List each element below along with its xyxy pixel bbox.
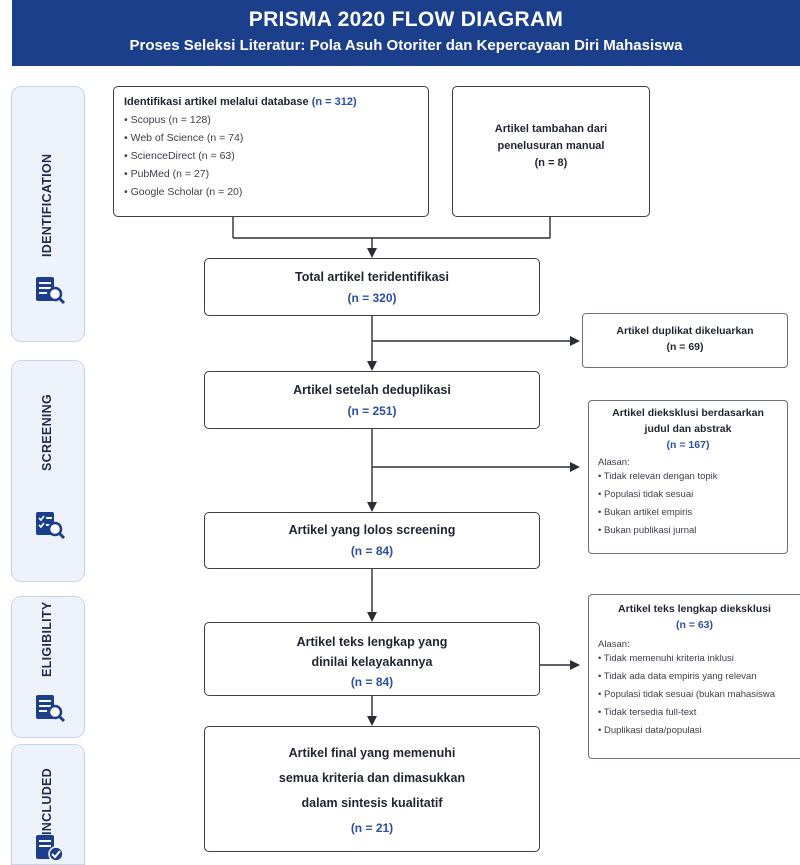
excluded-fulltext-reasons: Tidak memenuhi kriteria inklusi Tidak ad…: [598, 650, 800, 740]
stage-eligibility: ELIGIBILITY: [11, 596, 85, 738]
excluded-screening-count: (n = 167): [666, 439, 710, 451]
list-item: Duplikasi data/populasi: [598, 722, 800, 740]
list-item: Tidak ada data empiris yang relevan: [598, 668, 800, 686]
duplicates-box-count: (n = 69): [666, 341, 704, 353]
included-box-line3: dalam sintesis kualitatif: [301, 796, 443, 810]
diagram-title: PRISMA 2020 FLOW DIAGRAM: [248, 8, 564, 31]
included-box-line2: semua kriteria dan dimasukkan: [278, 771, 466, 785]
document-search-icon: [36, 277, 66, 305]
total-box-count: (n = 320): [347, 291, 397, 305]
list-item: Populasi tidak sesuai: [598, 486, 787, 504]
diagram-header: PRISMA 2020 FLOW DIAGRAM Proses Seleksi …: [12, 0, 800, 66]
excluded-screening-line1: Artikel dieksklusi berdasarkan: [612, 407, 764, 419]
list-item: ScienceDirect (n = 63): [124, 147, 428, 165]
list-item: Tidak memenuhi kriteria inklusi: [598, 650, 800, 668]
excluded-screening-reasons: Tidak relevan dengan topik Populasi tida…: [598, 468, 787, 540]
excluded-fulltext-box: Artikel teks lengkap dieksklusi (n = 63)…: [588, 594, 800, 759]
database-box-title: Identifikasi artikel melalui database: [124, 96, 309, 108]
screened-box-title: Artikel yang lolos screening: [288, 523, 456, 537]
list-item: Bukan publikasi jurnal: [598, 522, 787, 540]
document-search-icon: [36, 695, 66, 723]
list-item: Tidak tersedia full-text: [598, 704, 800, 722]
excluded-fulltext-reason-label: Alasan:: [598, 639, 630, 650]
database-box-heading: Identifikasi artikel melalui database (n…: [124, 96, 428, 108]
checklist-search-icon: [36, 512, 66, 539]
manual-box-count: (n = 8): [534, 157, 568, 169]
diagram-subtitle: Proses Seleksi Literatur: Pola Asuh Otor…: [129, 37, 683, 54]
included-box-line1: Artikel final yang memenuhi: [288, 746, 456, 760]
fulltext-box-line2: dinilai kelayakannya: [311, 655, 433, 669]
duplicates-removed-box: Artikel duplikat dikeluarkan (n = 69): [582, 313, 788, 368]
manual-box-line2: penelusuran manual: [497, 140, 605, 152]
fulltext-box-count: (n = 84): [350, 675, 394, 689]
manual-box-line1: Artikel tambahan dari: [494, 123, 608, 135]
screened-box: Artikel yang lolos screening (n = 84): [204, 512, 540, 569]
list-item: PubMed (n = 27): [124, 165, 428, 183]
stage-identification: IDENTIFICATION: [11, 86, 85, 342]
manual-search-box: Artikel tambahan dari penelusuran manual…: [452, 86, 650, 217]
excluded-fulltext-title: Artikel teks lengkap dieksklusi: [618, 603, 771, 615]
included-final-box: Artikel final yang memenuhi semua kriter…: [204, 726, 540, 852]
excluded-screening-line2: judul dan abstrak: [644, 423, 732, 435]
list-item: Tidak relevan dengan topik: [598, 468, 787, 486]
list-item: Web of Science (n = 74): [124, 129, 428, 147]
excluded-title-abstract-box: Artikel dieksklusi berdasarkan judul dan…: [588, 400, 788, 554]
dedup-box-count: (n = 251): [347, 404, 397, 418]
total-identified-box: Total artikel teridentifikasi (n = 320): [204, 258, 540, 316]
included-box-count: (n = 21): [350, 821, 394, 835]
excluded-screening-reason-label: Alasan:: [598, 457, 630, 468]
screened-box-count: (n = 84): [350, 544, 394, 558]
database-source-list: Scopus (n = 128) Web of Science (n = 74)…: [124, 111, 428, 201]
excluded-fulltext-count: (n = 63): [675, 619, 714, 631]
total-box-title: Total artikel teridentifikasi: [295, 270, 449, 284]
list-item: Scopus (n = 128): [124, 111, 428, 129]
document-check-icon: [36, 835, 64, 862]
dedup-box-title: Artikel setelah deduplikasi: [293, 383, 451, 397]
list-item: Populasi tidak sesuai (bukan mahasiswa: [598, 686, 800, 704]
stage-screening: SCREENING: [11, 360, 85, 582]
fulltext-box-line1: Artikel teks lengkap yang: [296, 635, 448, 649]
database-box-count: (n = 312): [311, 96, 357, 108]
list-item: Google Scholar (n = 20): [124, 183, 428, 201]
database-identification-box: Identifikasi artikel melalui database (n…: [113, 86, 429, 217]
deduplicated-box: Artikel setelah deduplikasi (n = 251): [204, 371, 540, 429]
duplicates-box-title: Artikel duplikat dikeluarkan: [616, 325, 754, 337]
fulltext-assessed-box: Artikel teks lengkap yang dinilai kelaya…: [204, 622, 540, 696]
list-item: Bukan artikel empiris: [598, 504, 787, 522]
